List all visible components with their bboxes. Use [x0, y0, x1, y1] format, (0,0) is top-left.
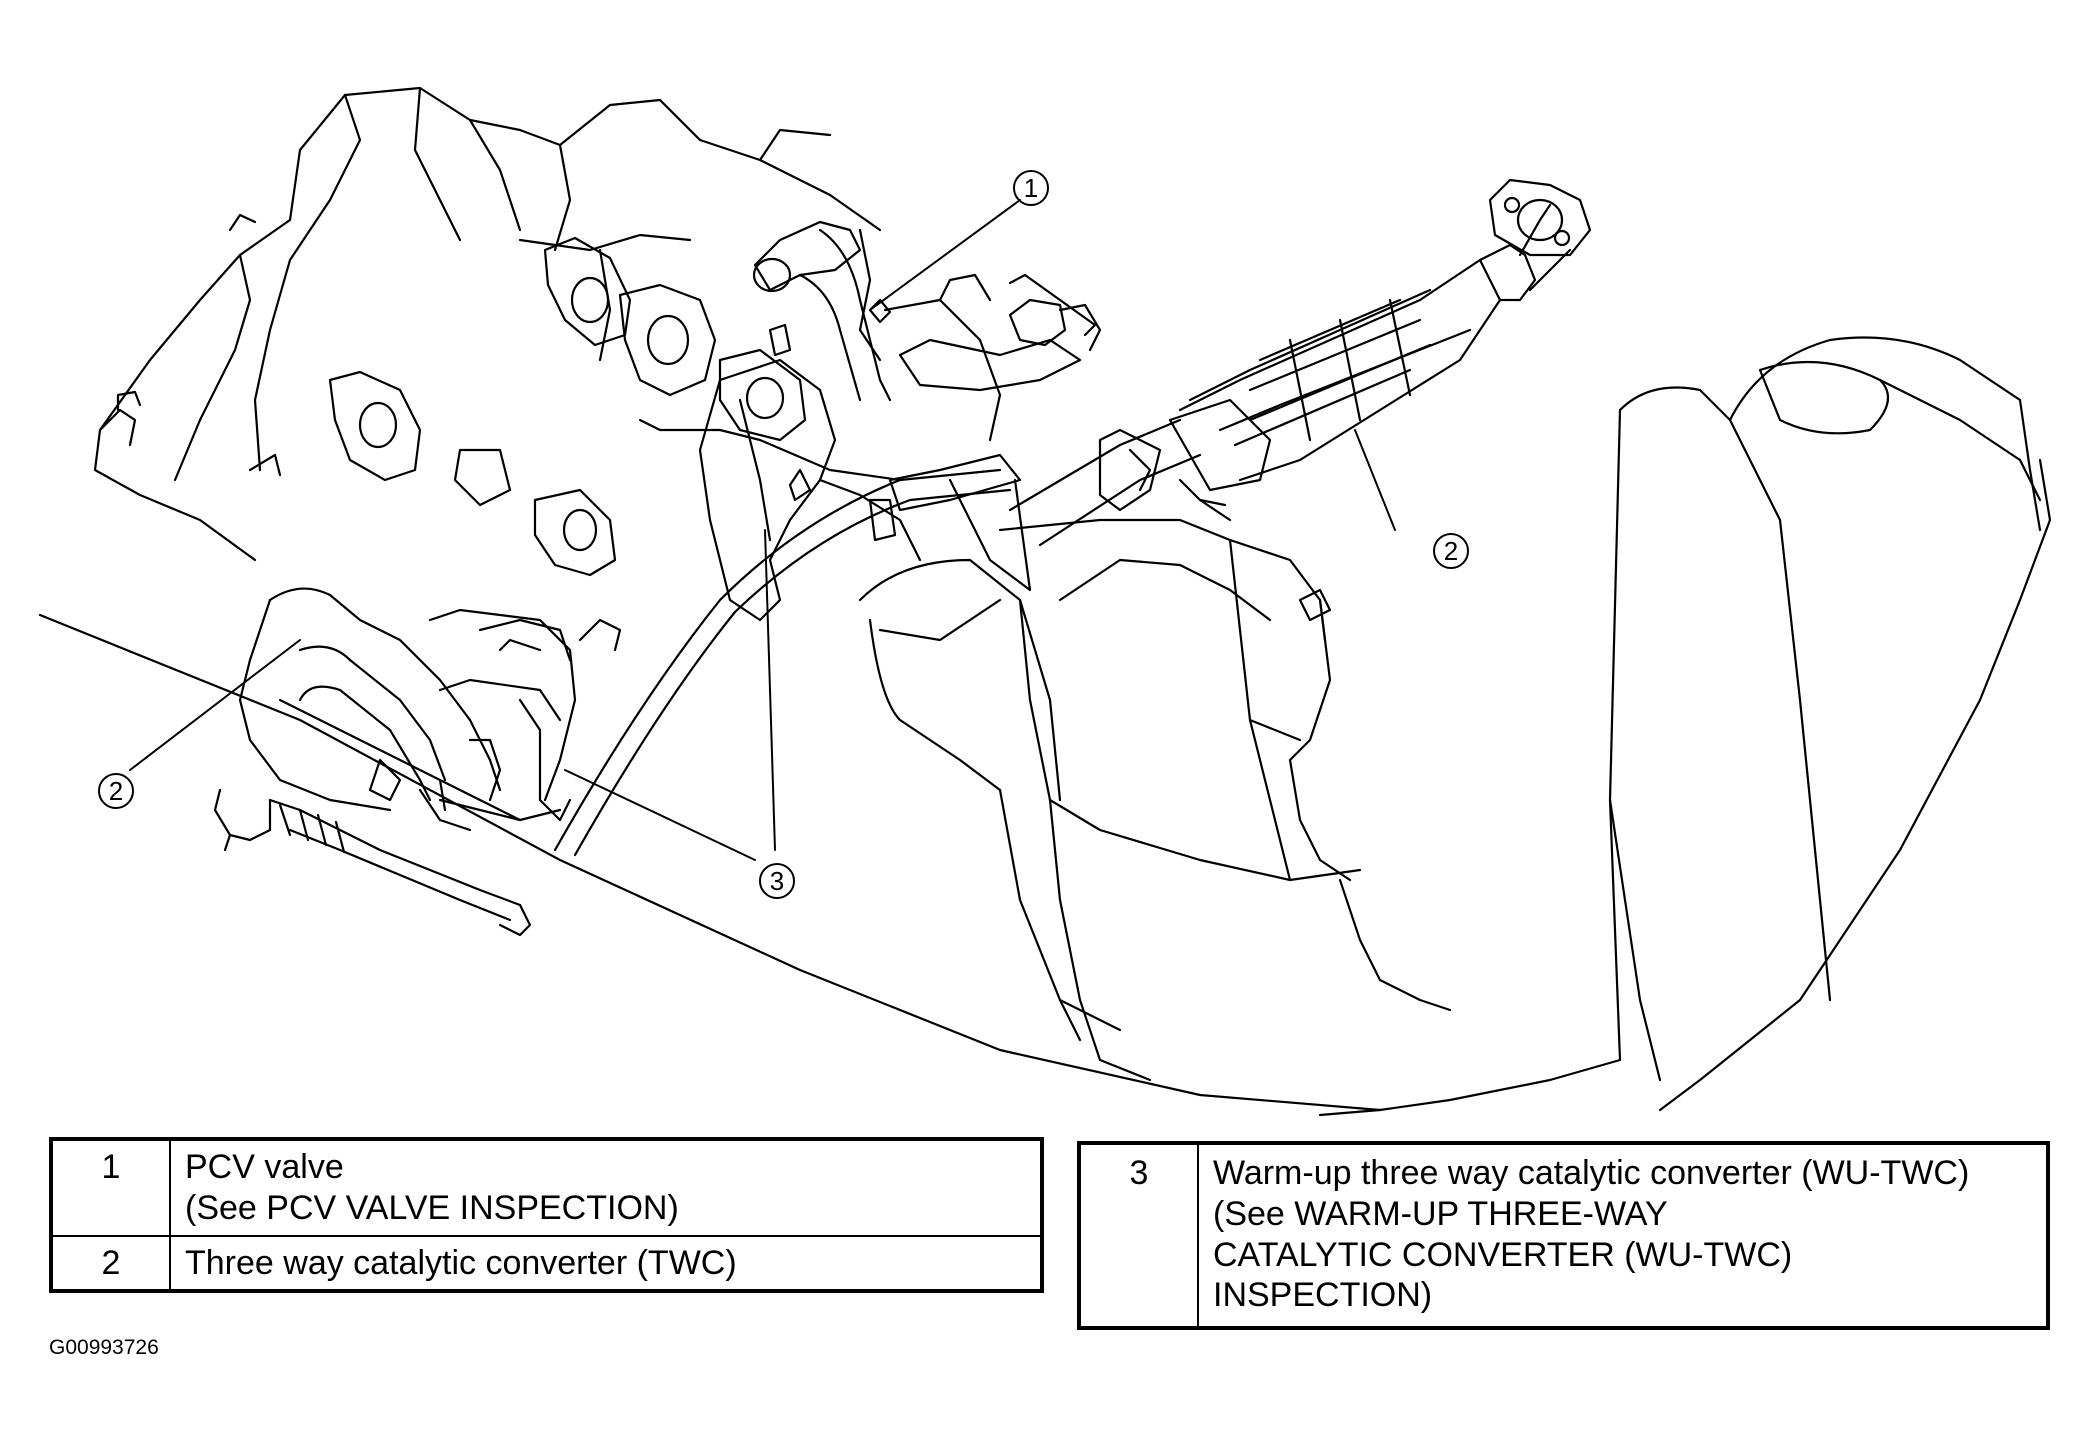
callout-labels: 1 2 2 3 — [109, 173, 1458, 896]
front-pipes — [638, 220, 1102, 482]
callout-circles — [98, 170, 1469, 899]
warm-up-twc — [698, 358, 922, 622]
legend-row: 1 PCV valve (See PCV VALVE INSPECTION) — [50, 1138, 1043, 1237]
callout-circle — [759, 863, 795, 899]
callout-circle — [98, 773, 134, 809]
vacuum-hose — [553, 453, 1032, 857]
legend-number: 1 — [50, 1138, 171, 1237]
legend-description: Warm-up three way catalytic converter (W… — [1197, 1141, 2049, 1330]
legend-line: (See WARM-UP THREE-WAY — [1213, 1194, 1668, 1233]
legend-line: PCV valve — [185, 1148, 344, 1186]
left-twc — [213, 587, 622, 937]
legend-line: CATALYTIC CONVERTER (WU-TWC) — [1213, 1235, 1793, 1274]
body-structure-right — [1378, 336, 2042, 1112]
transmission — [858, 518, 1452, 1082]
leader-lines — [129, 199, 1396, 861]
legend-line: INSPECTION) — [1213, 1276, 1433, 1315]
rear-exhaust-and-twc — [1008, 178, 1592, 547]
legend-line: (See PCV VALVE INSPECTION) — [185, 1188, 679, 1227]
legend-description: PCV valve (See PCV VALVE INSPECTION) — [169, 1138, 1043, 1237]
figure-id: G00993726 — [49, 1336, 159, 1359]
callout-label: 2 — [109, 776, 123, 806]
floor-lines — [38, 458, 2052, 1117]
callout-circle — [1013, 170, 1049, 206]
callout-label: 2 — [1444, 536, 1458, 566]
legend-description: Three way catalytic converter (TWC) — [169, 1234, 1043, 1293]
legend-row: 3 Warm-up three way catalytic converter … — [1078, 1141, 2049, 1330]
manifold-flanges — [328, 236, 807, 577]
legend-row: 2 Three way catalytic converter (TWC) — [50, 1234, 1043, 1293]
callout-label: 3 — [770, 866, 784, 896]
legend-number: 2 — [50, 1234, 171, 1293]
callout-circle — [1433, 533, 1469, 569]
callout-label: 1 — [1024, 173, 1038, 203]
legend-table-right: 3 Warm-up three way catalytic converter … — [1077, 1141, 2050, 1331]
legend-line: Warm-up three way catalytic converter (W… — [1213, 1154, 1970, 1192]
legend-number: 3 — [1078, 1141, 1199, 1330]
legend-table-left: 1 PCV valve (See PCV VALVE INSPECTION) 2… — [49, 1137, 1044, 1294]
legend-line: Three way catalytic converter (TWC) — [185, 1243, 737, 1282]
